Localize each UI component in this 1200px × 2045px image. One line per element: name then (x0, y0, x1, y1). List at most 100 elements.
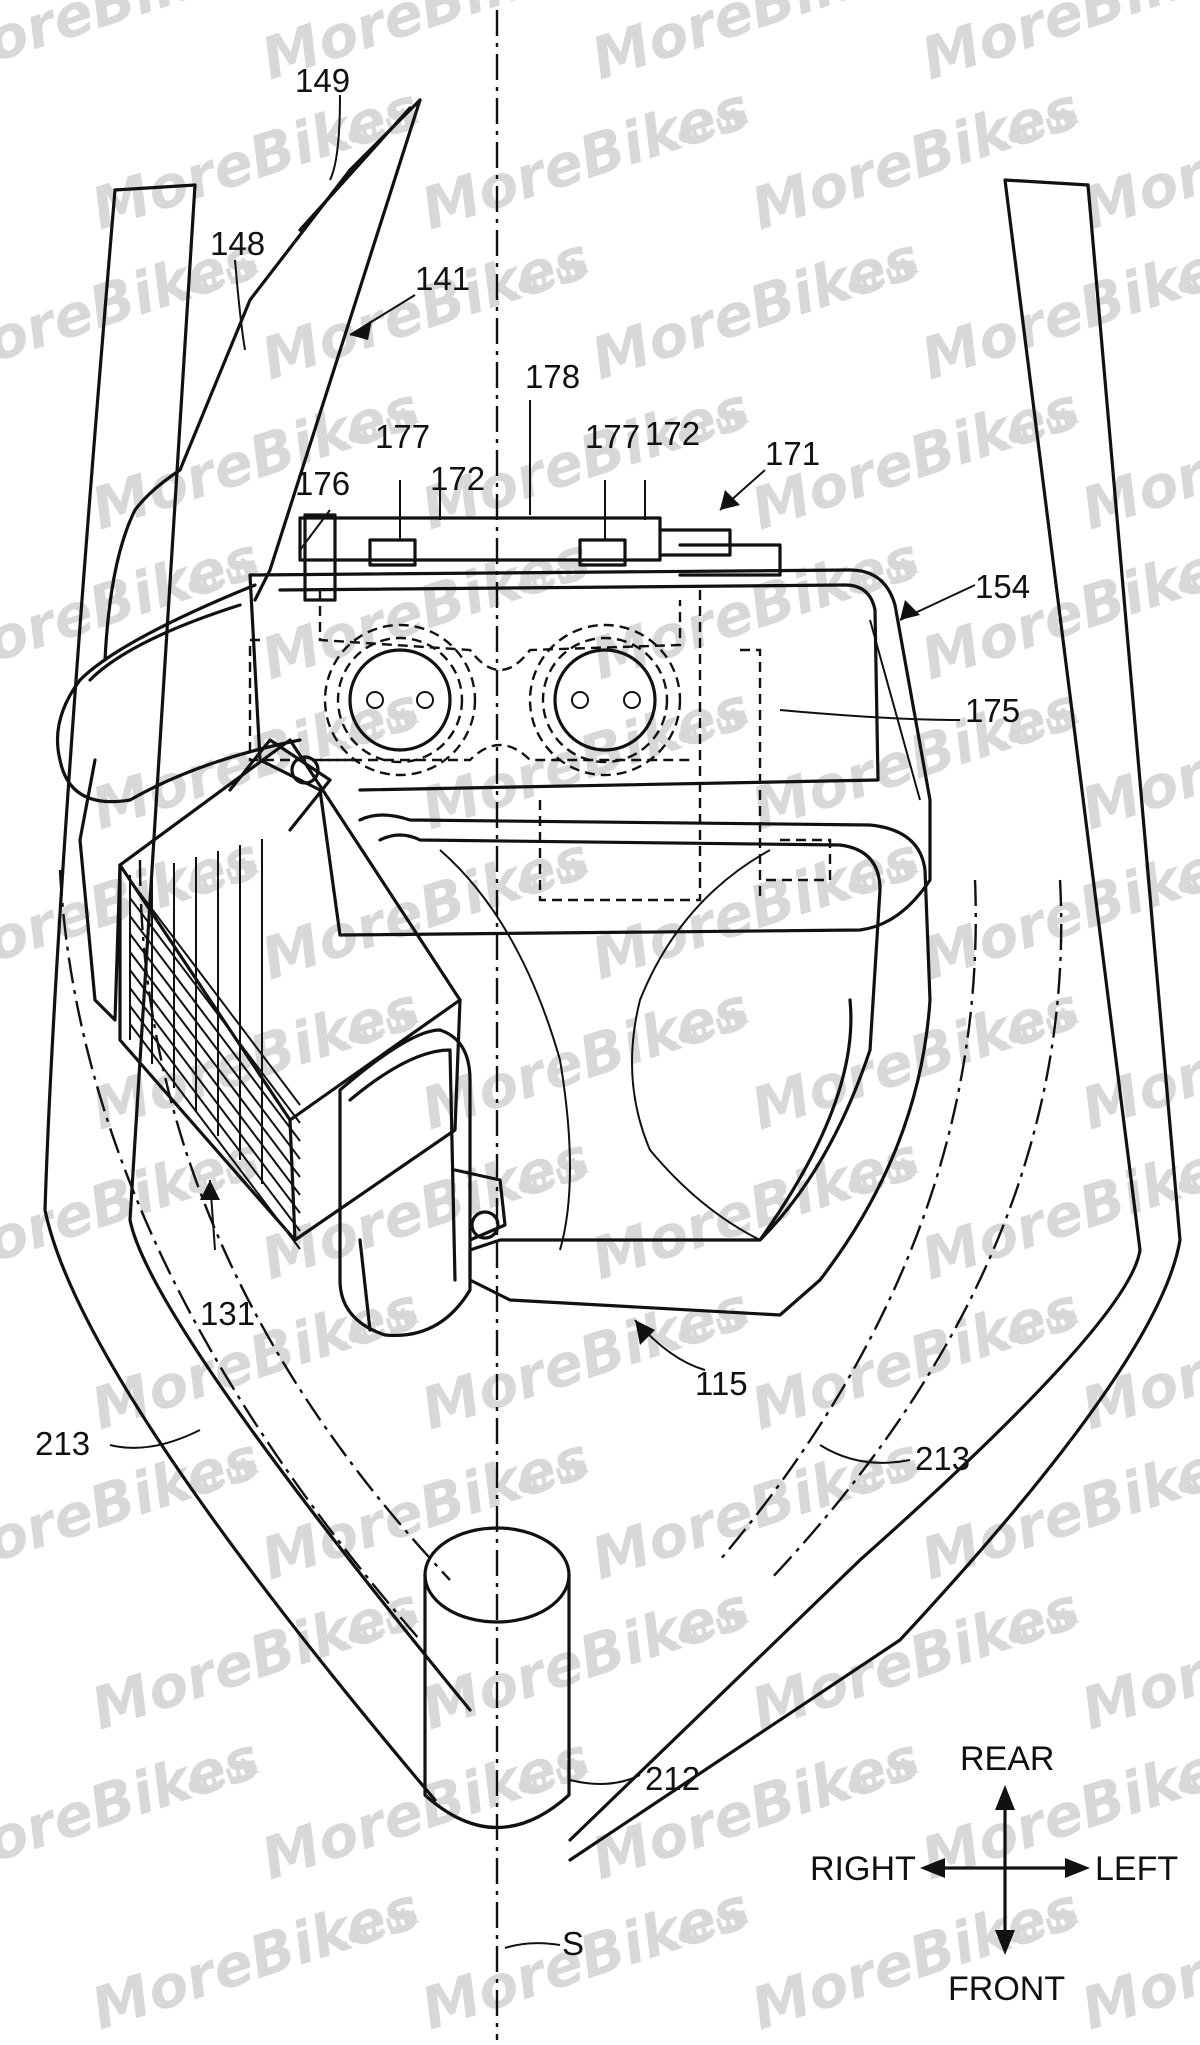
watermark: MoreBikes.co.uk (743, 974, 1087, 1144)
watermark: MoreBikes.co.uk (1073, 974, 1200, 1144)
radiator-fin (129, 951, 301, 1178)
watermark: MoreBikes.co.uk (743, 74, 1087, 244)
radiator-fin (129, 897, 301, 1124)
svg-text:MoreBikes: MoreBikes (913, 1124, 1200, 1294)
intake-duct-148-149 (103, 98, 422, 662)
svg-text:MoreBikes: MoreBikes (1073, 1274, 1200, 1444)
svg-text:MoreBikes: MoreBikes (413, 974, 757, 1144)
svg-text:MoreBikes: MoreBikes (0, 0, 268, 93)
throttle-bores (248, 590, 832, 902)
radiator-fin (129, 933, 301, 1160)
svg-text:MoreBikes: MoreBikes (743, 1874, 1087, 2044)
label-212: 212 (645, 1760, 700, 1797)
watermark: MoreBikes.co.uk (583, 0, 927, 93)
direction-right: RIGHT (810, 1850, 916, 1888)
svg-text:MoreBikes: MoreBikes (913, 224, 1200, 394)
svg-text:MoreBikes: MoreBikes (743, 674, 1087, 844)
label-154: 154 (975, 568, 1030, 605)
watermark: MoreBikes.co.uk (1073, 1274, 1200, 1444)
label-213-right: 213 (915, 1440, 970, 1477)
svg-text:MoreBikes: MoreBikes (913, 524, 1200, 694)
airbox-154 (248, 568, 932, 937)
svg-text:MoreBikes: MoreBikes (583, 1124, 927, 1294)
watermark: MoreBikes.co.uk (743, 1574, 1087, 1744)
arrow-down-icon (995, 1930, 1015, 1955)
svg-text:MoreBikes: MoreBikes (413, 1574, 757, 1744)
watermark: MoreBikes.co.uk (743, 1874, 1087, 2044)
watermark: MoreBikes.co.uk (413, 1574, 757, 1744)
svg-text:MoreBikes: MoreBikes (83, 1574, 427, 1744)
watermark: MoreBikes.co.uk (83, 1274, 427, 1444)
label-172-right: 172 (645, 415, 700, 452)
label-148: 148 (210, 225, 265, 262)
svg-text:MoreBikes: MoreBikes (1073, 1574, 1200, 1744)
svg-text:MoreBikes: MoreBikes (583, 224, 927, 394)
svg-text:MoreBikes: MoreBikes (83, 74, 427, 244)
radiator-fin (129, 879, 301, 1106)
radiator-131 (78, 738, 472, 1338)
watermark: MoreBikes.co.uk (1073, 374, 1200, 544)
label-115: 115 (695, 1365, 748, 1402)
reference-labels: 149 148 141 178 177 172 177 172 171 176 … (35, 62, 1030, 1962)
label-131: 131 (200, 1295, 255, 1332)
svg-text:MoreBikes: MoreBikes (743, 74, 1087, 244)
watermark: MoreBikes.co.uk (1073, 1874, 1200, 2044)
label-149: 149 (295, 62, 350, 99)
svg-text:MoreBikes: MoreBikes (0, 1724, 268, 1894)
label-178: 178 (525, 358, 580, 395)
svg-text:MoreBikes: MoreBikes (743, 1574, 1087, 1744)
direction-front: FRONT (948, 1970, 1065, 2008)
svg-text:MoreBikes: MoreBikes (83, 1874, 427, 2044)
svg-text:MoreBikes: MoreBikes (743, 1274, 1087, 1444)
engine-housing-115 (358, 813, 932, 1317)
svg-text:MoreBikes: MoreBikes (413, 74, 757, 244)
svg-text:MoreBikes: MoreBikes (0, 824, 268, 994)
label-175: 175 (965, 692, 1020, 729)
svg-text:MoreBikes: MoreBikes (743, 974, 1087, 1144)
watermark: MoreBikes.co.uk (0, 824, 268, 994)
watermark: MoreBikes.co.uk (1073, 1574, 1200, 1744)
frame-rails (43, 178, 1182, 1862)
watermark: MoreBikes.co.uk (413, 1874, 757, 2044)
label-177-left: 177 (375, 418, 430, 455)
radiator-fin (129, 1023, 301, 1250)
watermark: MoreBikes.co.uk (583, 1424, 927, 1594)
watermark: MoreBikes.co.uk (583, 1124, 927, 1294)
svg-text:MoreBikes: MoreBikes (1073, 374, 1200, 544)
watermark: MoreBikes.co.uk (583, 224, 927, 394)
watermark: MoreBikes.co.uk (253, 824, 597, 994)
label-141: 141 (415, 260, 470, 297)
watermark: MoreBikes.co.uk (413, 974, 757, 1144)
label-171: 171 (765, 435, 820, 472)
arrow-up-icon (995, 1785, 1015, 1810)
label-177-right: 177 (585, 418, 640, 455)
watermark: MoreBikes.co.uk (83, 1874, 427, 2044)
label-172-left: 172 (430, 460, 485, 497)
svg-text:MoreBikes: MoreBikes (1073, 1874, 1200, 2044)
label-s: S (562, 1925, 584, 1962)
arrow-right-icon (1065, 1858, 1090, 1878)
watermark: MoreBikes.co.uk (83, 1574, 427, 1744)
injector-assembly-178 (298, 513, 782, 602)
svg-text:MoreBikes: MoreBikes (583, 0, 927, 93)
watermark: MoreBikes.co.uk (743, 1274, 1087, 1444)
watermark: MoreBikes.co.uk (413, 74, 757, 244)
svg-text:MoreBikes: MoreBikes (583, 1424, 927, 1594)
intake-tube (55, 583, 302, 804)
direction-compass: REAR FRONT RIGHT LEFT (810, 1740, 1178, 2008)
direction-rear: REAR (960, 1740, 1054, 1778)
watermark: MoreBikes.co.uk (743, 674, 1087, 844)
label-213-left: 213 (35, 1425, 90, 1462)
radiator-fin (129, 1005, 301, 1232)
svg-text:MoreBikes: MoreBikes (253, 824, 597, 994)
watermark: MoreBikes.co.uk (0, 1724, 268, 1894)
svg-text:MoreBikes: MoreBikes (413, 1874, 757, 2044)
watermark: MoreBikes.co.uk (0, 0, 268, 93)
arrowheads (200, 320, 920, 1345)
arrow-left-icon (920, 1858, 945, 1878)
radiator-grid (129, 839, 301, 1250)
watermark: MoreBikes.co.uk (913, 1124, 1200, 1294)
svg-text:MoreBikes: MoreBikes (83, 1274, 427, 1444)
direction-left: LEFT (1095, 1850, 1178, 1888)
